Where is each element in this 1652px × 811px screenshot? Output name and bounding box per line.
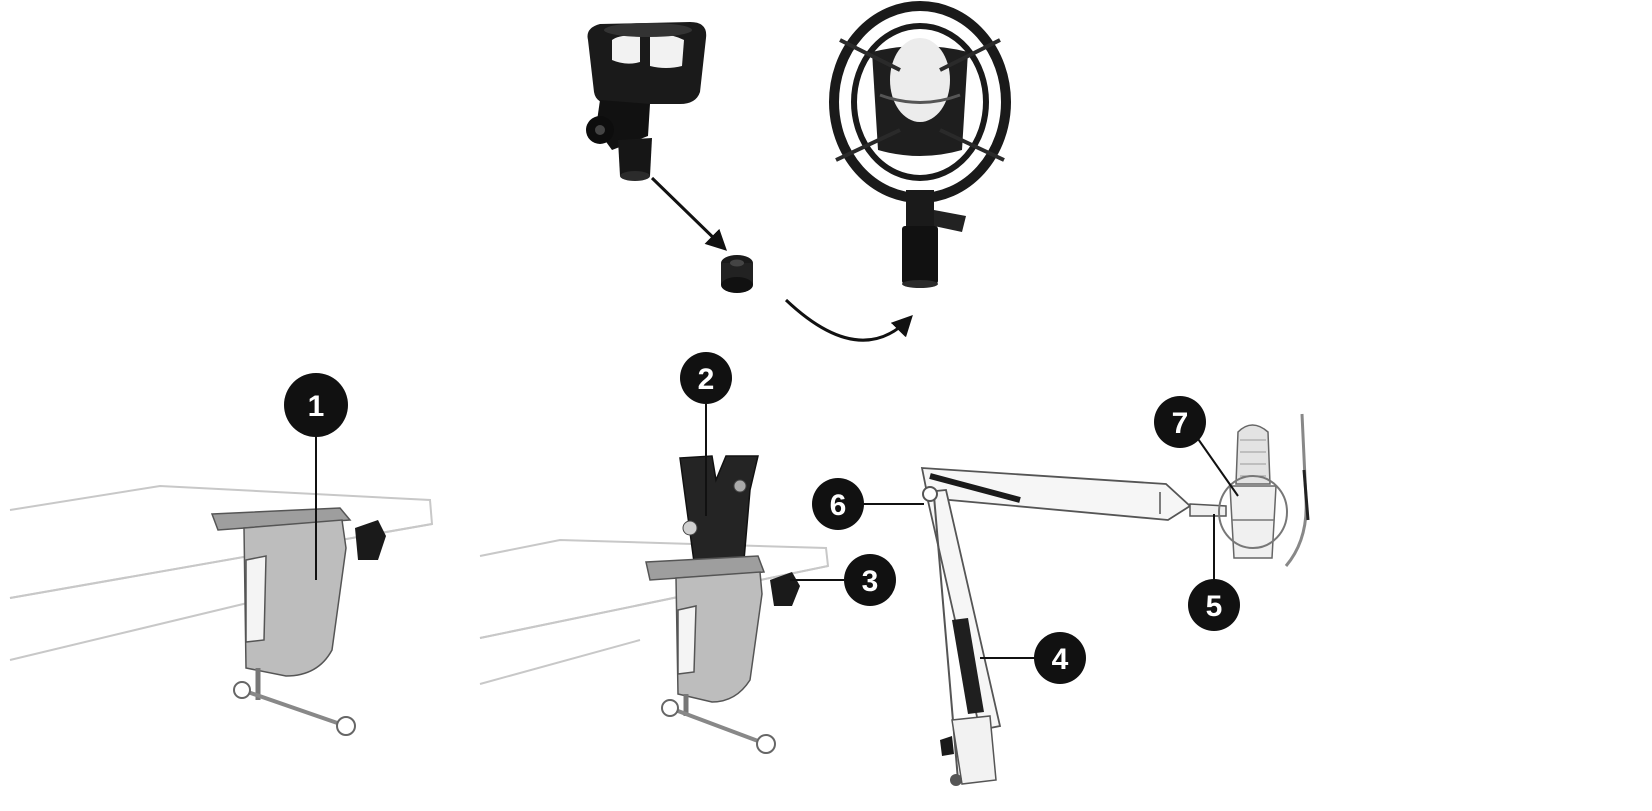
callout-badge-2: 2 (680, 352, 732, 404)
callout-badge-5: 5 (1188, 579, 1240, 631)
callout-badge-3: 3 (844, 554, 896, 606)
callout-badge-6: 6 (812, 478, 864, 530)
thread-adapter-icon (721, 255, 753, 293)
scissor-boom-arm-icon (920, 467, 1227, 786)
callout-badge-7: 7 (1154, 396, 1206, 448)
svg-text:7: 7 (1172, 407, 1189, 440)
callout-leaders (315, 404, 1239, 659)
table-clamp-icon (9, 484, 434, 736)
svg-text:1: 1 (308, 390, 325, 423)
svg-text:4: 4 (1052, 643, 1069, 676)
svg-text:2: 2 (698, 363, 715, 396)
svg-text:5: 5 (1206, 590, 1223, 623)
leader-7 (1195, 435, 1239, 497)
condenser-microphone-icon (1218, 413, 1310, 567)
adapter-to-mount-arrow (784, 298, 913, 342)
svg-text:3: 3 (862, 565, 879, 598)
svg-text:6: 6 (830, 489, 847, 522)
assembly-arrows (650, 176, 913, 342)
shock-mount-icon (829, 1, 1011, 288)
callout-badge-4: 4 (1034, 632, 1086, 684)
mic-clip-icon (586, 22, 707, 181)
callout-badge-1: 1 (284, 373, 348, 437)
clip-to-adapter-arrow (650, 176, 728, 251)
table-clamp-with-holder-icon (479, 455, 830, 754)
